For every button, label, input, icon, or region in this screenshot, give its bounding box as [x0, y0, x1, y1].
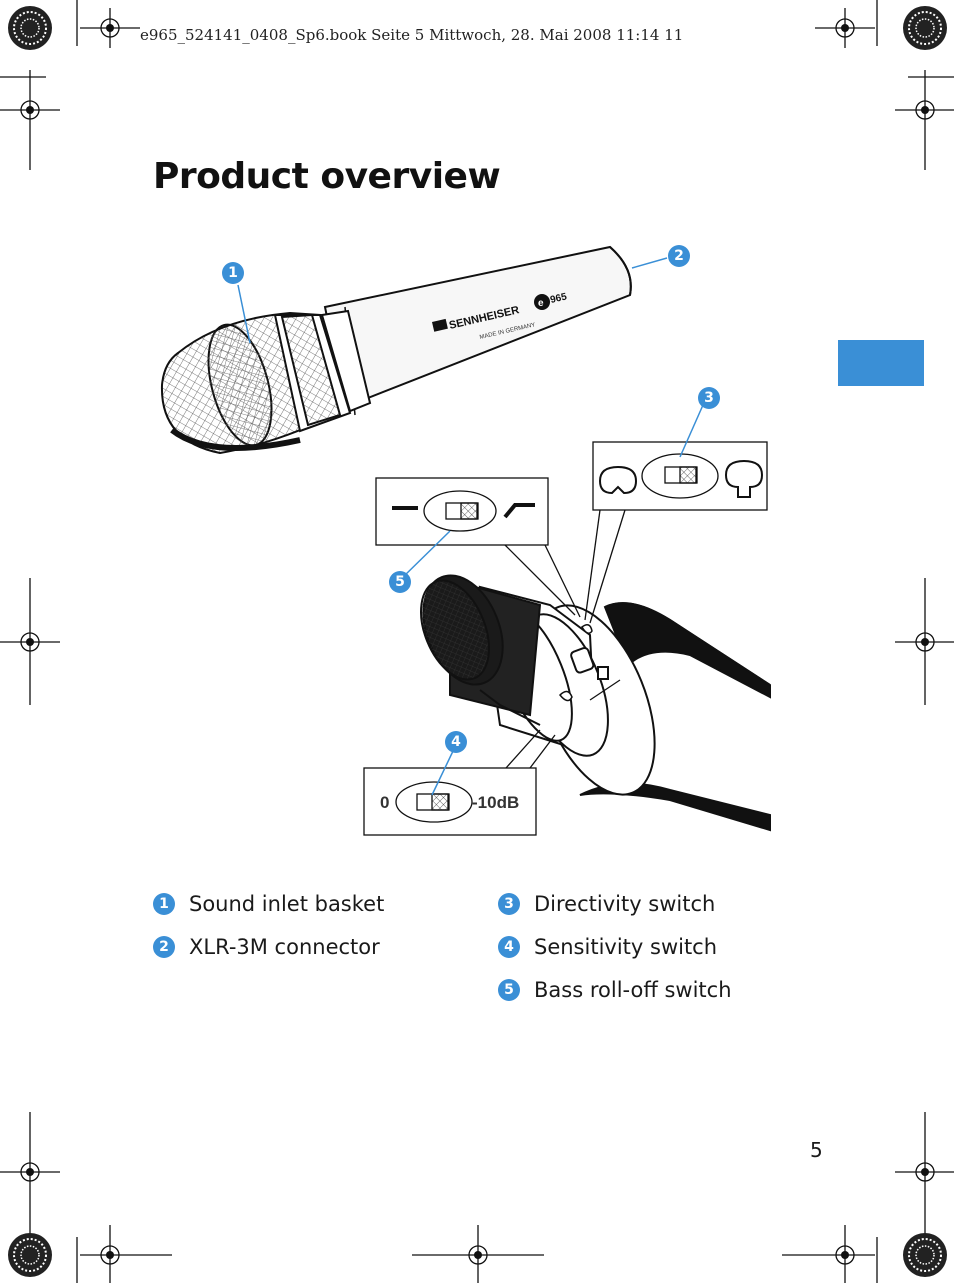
microphone-switch-closeup: [420, 574, 771, 832]
sensitivity-right-label: -10dB: [472, 793, 519, 812]
directivity-switch-callout: [584, 441, 768, 624]
legend-item-bass-rolloff-switch: 5 Bass roll-off switch: [498, 978, 732, 1002]
legend-label: XLR-3M connector: [189, 935, 380, 959]
section-tab-marker: [838, 340, 924, 386]
legend-item-sound-inlet-basket: 1 Sound inlet basket: [153, 892, 384, 916]
legend-label: Bass roll-off switch: [534, 978, 732, 1002]
microphone-drawing: SENNHEISER MADE IN GERMANY e 965: [160, 245, 771, 836]
legend-number-badge: 3: [498, 893, 520, 915]
microphone-illustration: SENNHEISER MADE IN GERMANY e 965: [150, 235, 775, 845]
print-header: e965_524141_0408_Sp6.book Seite 5 Mittwo…: [140, 26, 684, 44]
sensitivity-switch-callout: [363, 729, 556, 836]
component-legend: 1 Sound inlet basket 2 XLR-3M connector …: [153, 888, 793, 1028]
callout-4-badge: 4: [445, 731, 467, 753]
legend-number-badge: 5: [498, 979, 520, 1001]
callout-5-badge: 5: [389, 571, 411, 593]
callout-3-badge: 3: [698, 387, 720, 409]
sensitivity-left-label: 0: [380, 793, 389, 812]
page-title: Product overview: [153, 156, 501, 197]
legend-number-badge: 1: [153, 893, 175, 915]
model-text: 965: [549, 291, 568, 306]
callout-2-badge: 2: [668, 245, 690, 267]
legend-item-directivity-switch: 3 Directivity switch: [498, 892, 715, 916]
legend-label: Sensitivity switch: [534, 935, 718, 959]
bass-rolloff-switch-callout: [375, 477, 581, 618]
legend-item-sensitivity-switch: 4 Sensitivity switch: [498, 935, 717, 959]
callout-leader-lines: [237, 257, 704, 796]
microphone-side-view: [160, 245, 632, 455]
legend-item-xlr-connector: 2 XLR-3M connector: [153, 935, 380, 959]
legend-label: Directivity switch: [534, 892, 716, 916]
page-number: 5: [810, 1138, 823, 1162]
legend-label: Sound inlet basket: [189, 892, 385, 916]
model-badge-text: e: [538, 298, 544, 309]
callout-1-badge: 1: [222, 262, 244, 284]
legend-number-badge: 2: [153, 936, 175, 958]
legend-number-badge: 4: [498, 936, 520, 958]
